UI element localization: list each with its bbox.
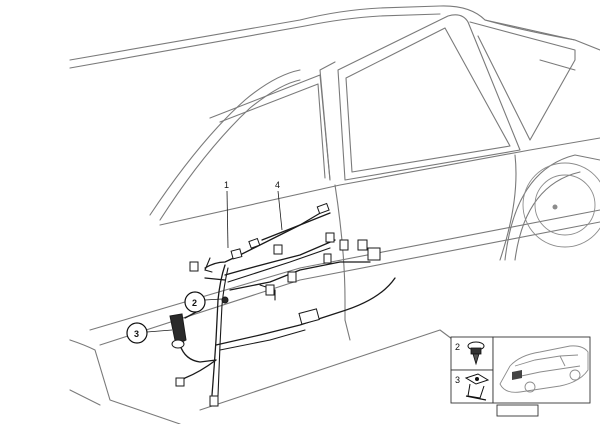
connector-switch [298, 308, 320, 325]
wiring-harness [179, 211, 396, 397]
connector-mid-c [339, 239, 349, 251]
connector-bottom-left [175, 377, 185, 387]
connector-mid-b [325, 232, 335, 243]
car-locator-icon [499, 345, 589, 393]
legend-item-2: 2 [455, 342, 460, 352]
connector-top-left [189, 261, 199, 272]
connector-center [287, 271, 297, 283]
legend-item-3: 3 [455, 375, 460, 385]
callout-2-circle [184, 291, 206, 313]
connector-right-top [357, 239, 368, 251]
parts-legend: 2 3 00017485 [450, 336, 591, 417]
connector-lower-mid [265, 284, 275, 296]
callout-4: 4 [275, 180, 280, 190]
connector-bottom [209, 395, 219, 407]
bracket-icon [464, 373, 490, 401]
grommet [169, 313, 187, 346]
connector-4-right [316, 202, 330, 215]
callout-1: 1 [224, 180, 229, 190]
connector-4-left [248, 237, 261, 249]
clip [221, 296, 229, 304]
callout-2: 2 [192, 298, 197, 308]
connector-1 [230, 248, 243, 260]
screw-icon [467, 341, 485, 366]
callouts: 1 4 2 3 [126, 180, 283, 344]
callout-3: 3 [134, 329, 139, 339]
callout-3-circle [126, 322, 148, 344]
connector-mid-a [273, 244, 283, 255]
car-body-outline [69, 5, 600, 424]
connector-right-mid [367, 247, 381, 261]
connector-right-low [323, 253, 332, 264]
connectors [169, 202, 381, 407]
